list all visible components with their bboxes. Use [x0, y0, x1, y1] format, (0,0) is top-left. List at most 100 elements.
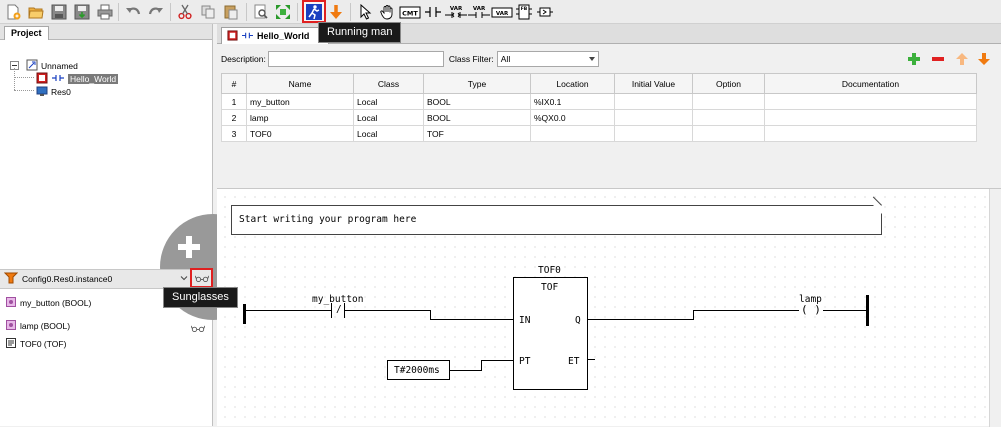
contact-left-bar[interactable] [331, 303, 332, 318]
table-row[interactable]: 2 lamp Local BOOL %QX0.0 [221, 109, 977, 126]
instance-var-item[interactable]: lamp (BOOL) [6, 320, 70, 332]
table-cell[interactable] [692, 93, 765, 110]
contact-right-bar[interactable] [344, 303, 345, 318]
vertical-scrollbar[interactable] [989, 189, 1001, 427]
column-header[interactable]: Class [353, 73, 424, 94]
svg-text:VAR: VAR [496, 11, 509, 17]
tree-root[interactable]: Unnamed [10, 59, 78, 73]
resource-icon [36, 85, 48, 99]
table-row[interactable]: 1 my_button Local BOOL %IX0.1 [221, 93, 977, 110]
instance-var-item[interactable]: TOF0 (TOF) [6, 338, 66, 350]
class-filter-select[interactable]: All [496, 51, 599, 67]
function-block-icon[interactable]: FB [514, 2, 534, 22]
plus-icon [908, 53, 920, 65]
column-header[interactable]: Option [692, 73, 765, 94]
svg-text:CMT: CMT [402, 10, 418, 18]
table-row[interactable]: 3 TOF0 Local TOF [221, 125, 977, 142]
table-cell[interactable] [614, 93, 693, 110]
table-cell[interactable]: %QX0.0 [530, 109, 615, 126]
table-cell[interactable] [692, 109, 765, 126]
table-cell[interactable]: 2 [221, 109, 247, 126]
fb-variable-icon [6, 338, 16, 350]
open-icon[interactable] [26, 2, 46, 22]
column-header[interactable]: Location [530, 73, 615, 94]
move-down-button[interactable] [977, 52, 991, 68]
table-cell[interactable]: %IX0.1 [530, 93, 615, 110]
fb-output-q: Q [575, 315, 581, 326]
move-up-button[interactable] [955, 52, 969, 68]
project-tab[interactable]: Project [4, 26, 49, 40]
fb-input-in: IN [519, 315, 531, 326]
remove-variable-button[interactable] [931, 52, 945, 68]
instance-var-item[interactable]: my_button (BOOL) [6, 297, 91, 309]
run-icon[interactable] [302, 0, 326, 23]
coil-symbol[interactable]: ( ) [801, 303, 821, 316]
print-icon[interactable] [95, 2, 115, 22]
table-cell[interactable]: 1 [221, 93, 247, 110]
table-cell[interactable]: my_button [246, 93, 354, 110]
table-cell[interactable]: 3 [221, 125, 247, 142]
find-icon[interactable] [251, 2, 271, 22]
save-as-icon[interactable] [72, 2, 92, 22]
column-header[interactable]: # [221, 73, 247, 94]
var-block-icon[interactable]: VAR [491, 2, 513, 22]
paste-icon[interactable] [221, 2, 241, 22]
redo-icon[interactable] [146, 2, 166, 22]
branch-icon[interactable] [535, 2, 555, 22]
right-power-rail[interactable] [866, 295, 869, 326]
table-cell[interactable] [764, 125, 977, 142]
sunglasses-tooltip: Sunglasses [163, 287, 238, 308]
comment-block[interactable]: Start writing your program here [231, 196, 882, 235]
instance-bar: Config0.Res0.instance0 [0, 268, 213, 289]
copy-icon[interactable] [198, 2, 218, 22]
table-cell[interactable] [614, 125, 693, 142]
undo-icon[interactable] [123, 2, 143, 22]
fold-corner [873, 205, 882, 214]
hand-icon[interactable] [377, 2, 397, 22]
sunglasses-button[interactable] [190, 268, 213, 288]
stop-icon[interactable] [326, 2, 346, 22]
table-cell[interactable]: Local [353, 93, 424, 110]
table-cell[interactable] [530, 125, 615, 142]
ladder-canvas[interactable]: Start writing your program here my_butto… [217, 188, 1001, 427]
column-header[interactable]: Initial Value [614, 73, 693, 94]
tree-root-label: Unnamed [41, 61, 78, 71]
pt-constant-block[interactable]: T#2000ms [387, 360, 450, 380]
contact-icon[interactable] [423, 2, 443, 22]
class-filter-value: All [500, 54, 511, 64]
table-cell[interactable]: Local [353, 109, 424, 126]
editor-area: Hello_World × Description: Class Filter:… [217, 24, 1001, 427]
tree-item-resource[interactable]: Res0 [36, 85, 71, 99]
save-icon[interactable] [49, 2, 69, 22]
table-cell[interactable]: BOOL [423, 109, 531, 126]
cut-icon[interactable] [175, 2, 195, 22]
fb-type-label: TOF [541, 282, 559, 293]
table-cell[interactable] [764, 109, 977, 126]
table-cell[interactable] [614, 109, 693, 126]
chevron-down-icon[interactable] [180, 274, 188, 284]
table-cell[interactable]: lamp [246, 109, 354, 126]
column-header[interactable]: Documentation [764, 73, 977, 94]
left-power-rail[interactable] [243, 304, 246, 324]
table-cell[interactable]: Local [353, 125, 424, 142]
select-icon[interactable] [355, 2, 375, 22]
table-cell[interactable]: TOF [423, 125, 531, 142]
add-variable-button[interactable] [907, 52, 921, 68]
table-cell[interactable] [692, 125, 765, 142]
glasses-icon[interactable] [190, 324, 206, 334]
description-input[interactable] [267, 51, 444, 67]
tab-hello-world[interactable]: Hello_World × [221, 27, 329, 44]
instance-icon [3, 271, 19, 287]
column-header[interactable]: Type [423, 73, 531, 94]
tof-function-block[interactable]: TOF IN PT Q ET [513, 277, 588, 390]
coil-icon[interactable]: VAR [468, 2, 490, 22]
fullscreen-icon[interactable] [273, 2, 293, 22]
comment-icon[interactable]: CMT [399, 2, 421, 22]
new-icon[interactable] [3, 2, 23, 22]
table-cell[interactable]: BOOL [423, 93, 531, 110]
table-cell[interactable]: TOF0 [246, 125, 354, 142]
column-header[interactable]: Name [246, 73, 354, 94]
table-cell[interactable] [764, 93, 977, 110]
variable-icon[interactable]: VAR [445, 2, 467, 22]
tree-item-program[interactable]: Hello_World [36, 72, 119, 86]
